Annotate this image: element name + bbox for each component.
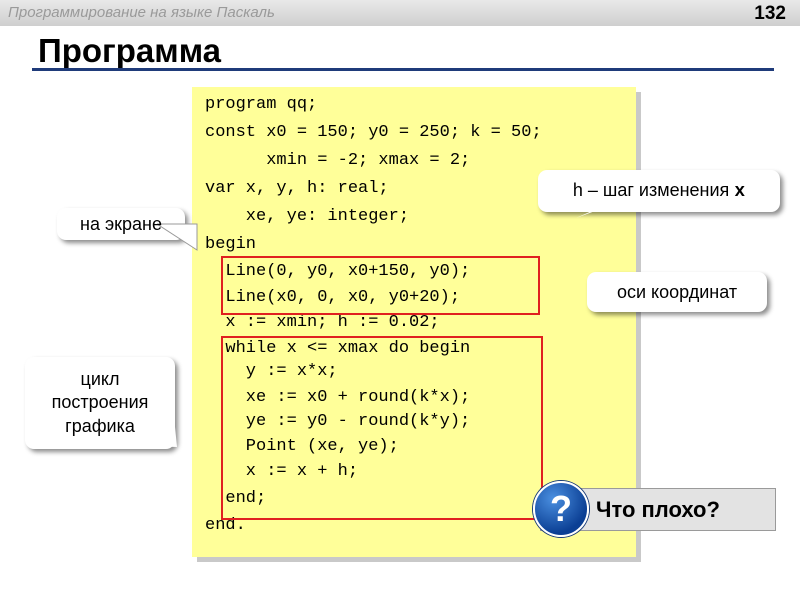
code-line: Line(0, y0, x0+150, y0); (205, 262, 471, 281)
code-line: x := x + h; (205, 462, 359, 481)
header-bar: Программирование на языке Паскаль 132 (0, 0, 800, 26)
callout-plot-loop-line3: графика (65, 415, 135, 436)
callout-plot-loop-line2: построения (51, 392, 149, 413)
slide-title: Программа (38, 32, 222, 69)
code-line: const x0 = 150; y0 = 250; k = 50; (205, 123, 542, 142)
code-line: end; (205, 489, 267, 508)
page-number: 132 (754, 3, 786, 24)
code-line: xe, ye: integer; (205, 207, 410, 226)
code-line: Line(x0, 0, x0, y0+20); (205, 288, 461, 307)
callout-tail (115, 427, 177, 447)
code-line: while x <= xmax do begin (205, 339, 471, 358)
axes-highlight-box (221, 256, 540, 315)
callout-h-step-label: h – шаг изменения (572, 180, 735, 200)
code-line: ye := y0 - round(k*y); (205, 412, 471, 431)
callout-plot-loop: цикл построения графика (25, 357, 177, 449)
loop-highlight-box (221, 336, 543, 520)
code-line: begin (205, 235, 257, 254)
code-line: xmin = -2; xmax = 2; (205, 151, 471, 170)
code-line: program qq; (205, 95, 318, 114)
course-title: Программирование на языке Паскаль (8, 4, 275, 21)
code-line: var x, y, h: real; (205, 179, 389, 198)
callout-axes: оси координат (587, 272, 767, 312)
question-mark-icon: ? (533, 481, 589, 537)
title-underline (32, 68, 774, 71)
callout-on-screen-label: на экране (80, 213, 162, 234)
code-panel (192, 87, 636, 557)
callout-tail (576, 196, 636, 218)
code-line: end. (205, 516, 246, 535)
callout-on-screen: на экране (57, 208, 198, 251)
code-line: y := x*x; (205, 362, 338, 381)
callout-tail (157, 223, 198, 251)
code-line: x := xmin; h := 0.02; (205, 313, 440, 332)
code-line: Point (xe, ye); (205, 437, 399, 456)
question-text: Что плохо? (596, 497, 720, 522)
callout-axes-label: оси координат (616, 281, 738, 302)
callout-h-step-variable: x (734, 182, 746, 202)
code-line: xe := x0 + round(k*x); (205, 388, 471, 407)
callout-h-step: h – шаг изменения x (538, 170, 780, 218)
callout-tail (619, 292, 679, 310)
callout-plot-loop-line1: цикл (80, 368, 120, 389)
